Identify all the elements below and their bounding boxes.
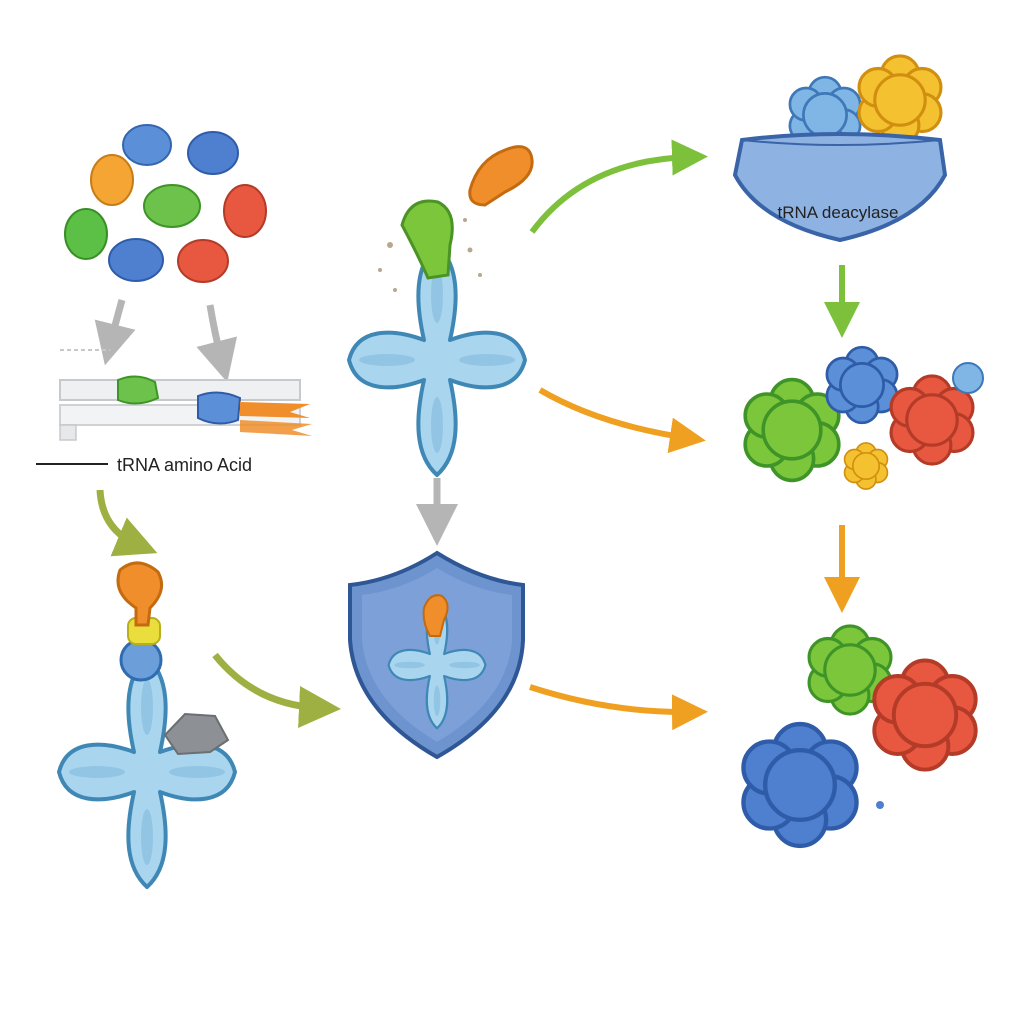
orange-arrow bbox=[538, 387, 706, 454]
linker-bead bbox=[119, 638, 163, 682]
trna-charging-strip bbox=[59, 349, 312, 441]
green-arrow bbox=[529, 139, 708, 234]
charged-trna-icon bbox=[57, 655, 237, 889]
olive-arrow bbox=[212, 652, 341, 729]
protein-cluster-icon bbox=[743, 624, 978, 846]
protein-cluster-icon bbox=[743, 345, 984, 490]
grey-arrow bbox=[94, 299, 136, 366]
orange-arrow bbox=[529, 684, 708, 731]
orange-amino-drop bbox=[468, 145, 534, 207]
trna-amino-acid-label: tRNA amino Acid bbox=[117, 455, 252, 475]
amino-acid-cluster-icon bbox=[64, 124, 267, 283]
deacylase-label: tRNA deacylase bbox=[778, 203, 899, 222]
grey-arrow bbox=[196, 304, 238, 383]
trna-molecule-icon bbox=[347, 243, 527, 477]
amino-acid-drop bbox=[116, 561, 164, 627]
green-amino-head bbox=[400, 199, 454, 280]
debris-dots bbox=[378, 218, 482, 292]
grey-rock bbox=[163, 712, 230, 756]
olive-arrow bbox=[96, 489, 158, 557]
shield-icon bbox=[348, 550, 525, 760]
deacylase-enzyme-icon: tRNA deacylase bbox=[732, 54, 948, 243]
